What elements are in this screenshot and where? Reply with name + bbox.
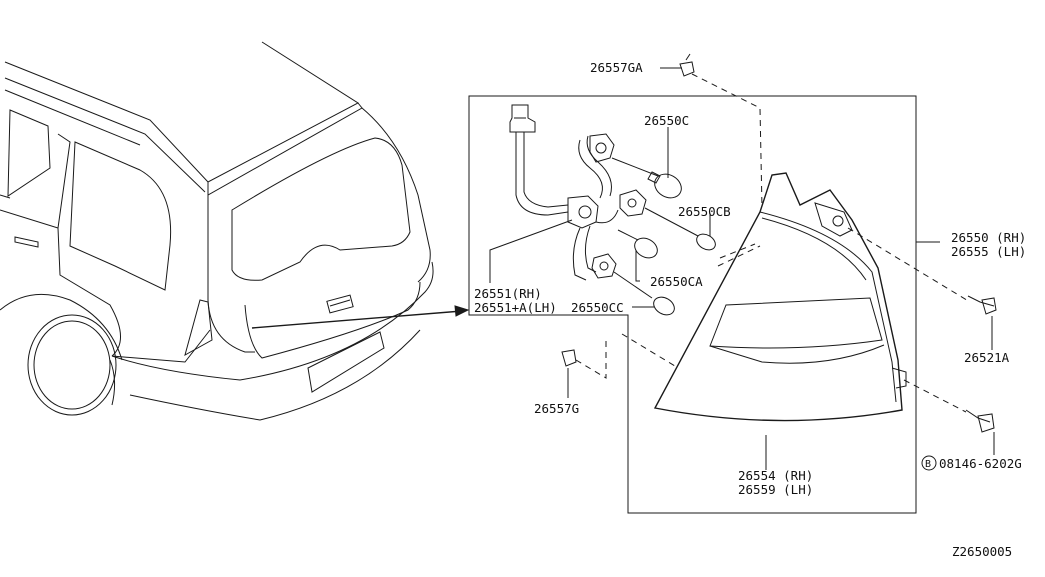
vehicle-illustration <box>0 41 470 421</box>
bolt-08146-6202g <box>965 409 995 433</box>
label-26550cc: 26550CC <box>571 300 624 315</box>
leader-lines <box>489 67 995 470</box>
label-26557ga: 26557GA <box>590 60 643 75</box>
bulb-26550cc <box>613 271 675 316</box>
label-26550ca: 26550CA <box>650 274 703 289</box>
diagram-id: Z2650005 <box>952 544 1012 559</box>
label-26550cb: 26550CB <box>678 204 731 219</box>
screw-26521a <box>967 295 997 315</box>
label-26555-lh: 26555 (LH) <box>951 244 1026 259</box>
grommet-26557g <box>561 349 577 367</box>
bulb-26550c <box>611 157 682 199</box>
label-26550-rh: 26550 (RH) <box>951 230 1026 245</box>
label-26559-lh: 26559 (LH) <box>738 482 813 497</box>
label-26554-rh: 26554 (RH) <box>738 468 813 483</box>
label-26557g: 26557G <box>534 401 579 416</box>
label-26550c: 26550C <box>644 113 689 128</box>
part-labels: 26557GA 26550C 26550CB 26551(RH) 26551+A… <box>474 60 1026 559</box>
bulb-socket-harness <box>509 104 647 281</box>
bolt-symbol-b: B <box>921 455 937 471</box>
grommet-26557ga <box>679 53 695 77</box>
label-08146-6202g: 08146-6202G <box>939 456 1022 471</box>
rear-combination-lamp <box>653 172 907 422</box>
bulb-26550ca <box>617 229 658 259</box>
label-26551-rh: 26551(RH) <box>474 286 542 301</box>
detail-box <box>468 95 917 514</box>
label-26521a: 26521A <box>964 350 1010 365</box>
label-26551a-lh: 26551+A(LH) <box>474 300 557 315</box>
bolt-symbol-letter: B <box>925 459 931 470</box>
